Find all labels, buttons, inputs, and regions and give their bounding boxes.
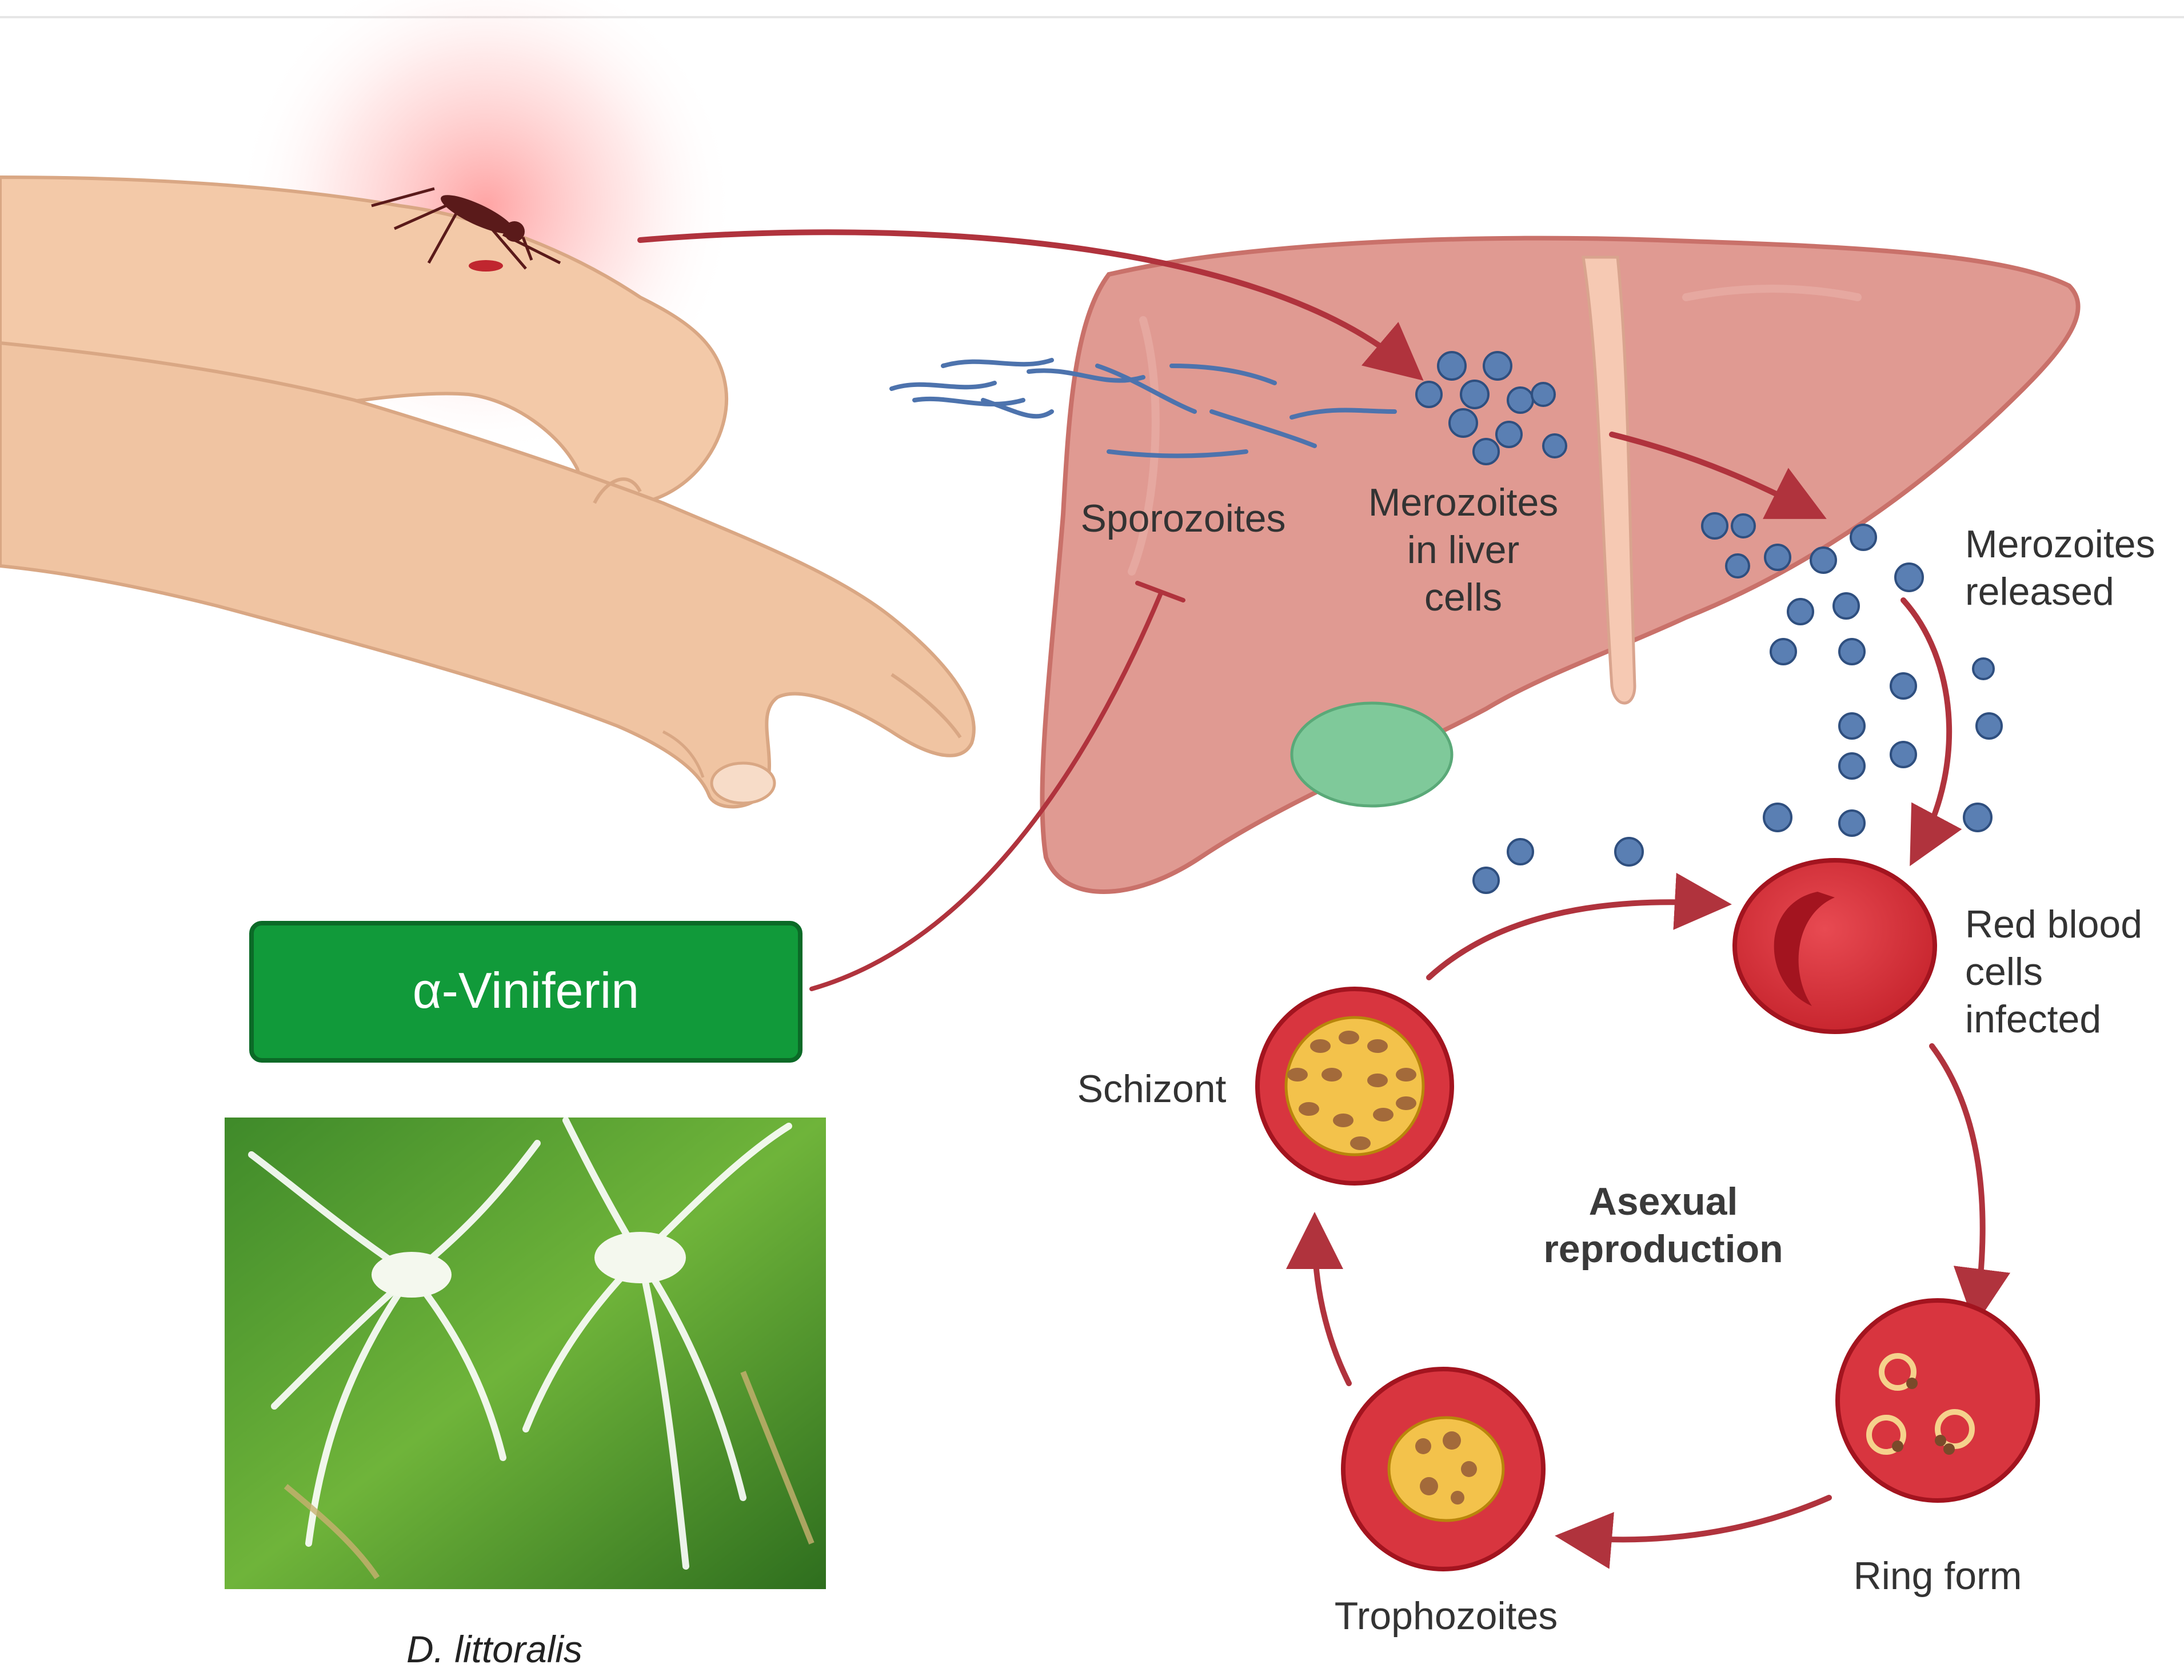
label-merozoites-liver-line1: Merozoites [1368,481,1559,524]
ring-form-icon [1835,1298,2040,1503]
arrow-schizont-to-rbc [1426,872,1732,980]
label-asexual-line2: reproduction [1543,1227,1783,1271]
label-rbc-line2: cells [1965,950,2043,993]
arrow-ring-to-trophozoite [1555,1495,1832,1569]
label-merozoites-released-line1: Merozoites [1965,522,2155,566]
label-schizont: Schizont [1077,1067,1227,1111]
arrow-trophozoite-to-schizont [1286,1212,1352,1386]
hand-icon [0,175,976,809]
merozoite-cluster-liver [1415,351,1567,465]
plant-photo-icon [225,1117,826,1589]
arrow-release-to-rbc [1900,597,1962,867]
inhibition-arrow-icon [809,581,1185,991]
label-rbc-line3: infected [1965,997,2101,1041]
label-merozoites-released-line2: released [1965,570,2114,613]
arrow-rbc-to-ring [1929,1043,2011,1326]
merozoite-icon [1472,512,2003,894]
mosquito-icon [371,187,561,272]
label-merozoites-liver-line2: in liver [1407,528,1520,572]
compound-label: α-Viniferin [413,962,640,1019]
compound-button[interactable]: α-Viniferin [249,921,802,1063]
sporozoite-icon [889,358,1397,458]
arrow-bite-to-liver [637,229,1424,381]
label-merozoites-liver-line3: cells [1424,576,1502,619]
red-blood-cell-icon [1732,858,1937,1034]
liver-icon [1040,236,2081,894]
arrow-liver-to-release [1609,432,1827,519]
schizont-icon [1255,987,1454,1186]
label-ring-form: Ring form [1854,1554,2022,1598]
label-trophozoites: Trophozoites [1335,1594,1558,1638]
label-rbc-line1: Red blood [1965,903,2142,946]
label-sporozoites: Sporozoites [1080,497,1285,540]
lifecycle-arrows [637,229,2011,1569]
trophozoite-icon [1341,1367,1546,1571]
plant-caption: D. littoralis [406,1628,582,1670]
label-asexual-line1: Asexual [1589,1180,1738,1223]
